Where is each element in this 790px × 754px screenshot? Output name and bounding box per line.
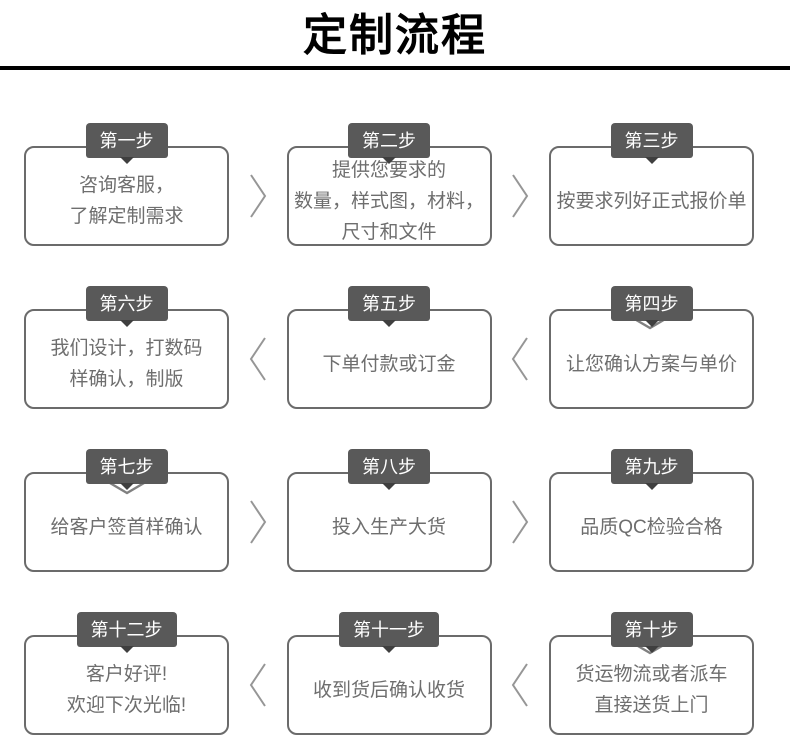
step-text-line: 给客户签首样确认	[50, 516, 203, 538]
step-badge-12: 第十二步	[76, 612, 177, 647]
step-text-line: 尺寸和文件	[341, 221, 437, 243]
step-badge-6: 第六步	[85, 286, 168, 321]
step-box-5: 下单付款或订金	[286, 309, 492, 409]
step-card-5: 第五步 下单付款或订金	[286, 286, 492, 409]
step-text-line: 我们设计，打数码	[50, 338, 203, 359]
arrow-cell	[492, 123, 550, 246]
step-text-line: 了解定制需求	[69, 206, 184, 227]
step-badge-3: 第三步	[610, 123, 693, 158]
arrow-cell	[229, 123, 287, 246]
chevron-left-icon	[510, 336, 530, 382]
step-text-line: 让您确认方案与单价	[565, 353, 737, 375]
step-badge-2: 第二步	[348, 123, 430, 158]
step-text-line: 欢迎下次光临!	[66, 695, 187, 716]
step-badge-7: 第七步	[85, 449, 168, 484]
arrow-cell	[229, 449, 287, 572]
process-flowchart: 第一步 咨询客服， 了解定制需求 第二步 提供您要求的 数量，样式图，材料， 尺…	[0, 123, 790, 735]
step-card-6: 第六步 我们设计，打数码 样确认，制版	[24, 286, 229, 409]
chevron-left-icon	[248, 662, 268, 708]
step-badge-5: 第五步	[348, 286, 430, 321]
step-card-7: 第七步 给客户签首样确认	[24, 449, 229, 572]
title-divider	[0, 66, 790, 70]
step-text-line: 货运物流或者派车	[575, 664, 728, 685]
flow-row-3: 第七步 给客户签首样确认 第八步 投入生产大货 第九步 品质QC检验合格	[0, 449, 790, 572]
step-badge-11: 第十一步	[339, 612, 439, 647]
step-card-1: 第一步 咨询客服， 了解定制需求	[24, 123, 229, 246]
step-text-line: 投入生产大货	[331, 516, 446, 538]
chevron-right-icon	[510, 499, 530, 545]
step-text-line: 品质QC检验合格	[580, 516, 723, 538]
step-text-line: 按要求列好正式报价单	[556, 190, 747, 212]
step-text-line: 收到货后确认收货	[312, 679, 465, 701]
step-card-12: 第十二步 客户好评! 欢迎下次光临!	[24, 612, 229, 735]
step-card-4: 第四步 让您确认方案与单价	[549, 286, 754, 409]
header: 定制流程	[0, 0, 790, 70]
chevron-right-icon	[248, 499, 268, 545]
arrow-cell	[492, 286, 550, 409]
step-text-line: 客户好评!	[85, 664, 168, 685]
step-text-line: 样确认，制版	[69, 369, 184, 390]
step-text-line: 数量，样式图，材料，	[293, 190, 484, 212]
chevron-right-icon	[510, 173, 530, 219]
step-badge-1: 第一步	[85, 123, 168, 158]
step-text-line: 直接送货上门	[594, 695, 709, 716]
step-badge-9: 第九步	[610, 449, 693, 484]
step-card-10: 第十步 货运物流或者派车 直接送货上门	[549, 612, 754, 735]
step-text-line: 下单付款或订金	[322, 353, 456, 375]
flow-row-1: 第一步 咨询客服， 了解定制需求 第二步 提供您要求的 数量，样式图，材料， 尺…	[0, 123, 790, 246]
step-badge-10: 第十步	[610, 612, 693, 647]
page-title: 定制流程	[303, 11, 487, 60]
step-badge-4: 第四步	[610, 286, 693, 321]
step-card-3: 第三步 按要求列好正式报价单	[549, 123, 754, 246]
chevron-left-icon	[248, 336, 268, 382]
flow-row-2: 第六步 我们设计，打数码 样确认，制版 第五步 下单付款或订金 第四步	[0, 286, 790, 409]
chevron-right-icon	[248, 173, 268, 219]
chevron-left-icon	[510, 662, 530, 708]
step-box-9: 品质QC检验合格	[549, 472, 754, 572]
step-text-line: 咨询客服，	[78, 175, 174, 196]
step-card-11: 第十一步 收到货后确认收货	[286, 612, 492, 735]
step-card-8: 第八步 投入生产大货	[286, 449, 492, 572]
arrow-cell	[229, 612, 287, 735]
arrow-cell	[492, 612, 550, 735]
arrow-cell	[229, 286, 287, 409]
step-card-9: 第九步 品质QC检验合格	[549, 449, 754, 572]
flow-row-4: 第十二步 客户好评! 欢迎下次光临! 第十一步 收到货后确认收货 第十步	[0, 612, 790, 735]
step-text-line: 提供您要求的	[331, 159, 446, 181]
step-badge-8: 第八步	[348, 449, 430, 484]
arrow-cell	[492, 449, 550, 572]
step-card-2: 第二步 提供您要求的 数量，样式图，材料， 尺寸和文件	[286, 123, 492, 246]
